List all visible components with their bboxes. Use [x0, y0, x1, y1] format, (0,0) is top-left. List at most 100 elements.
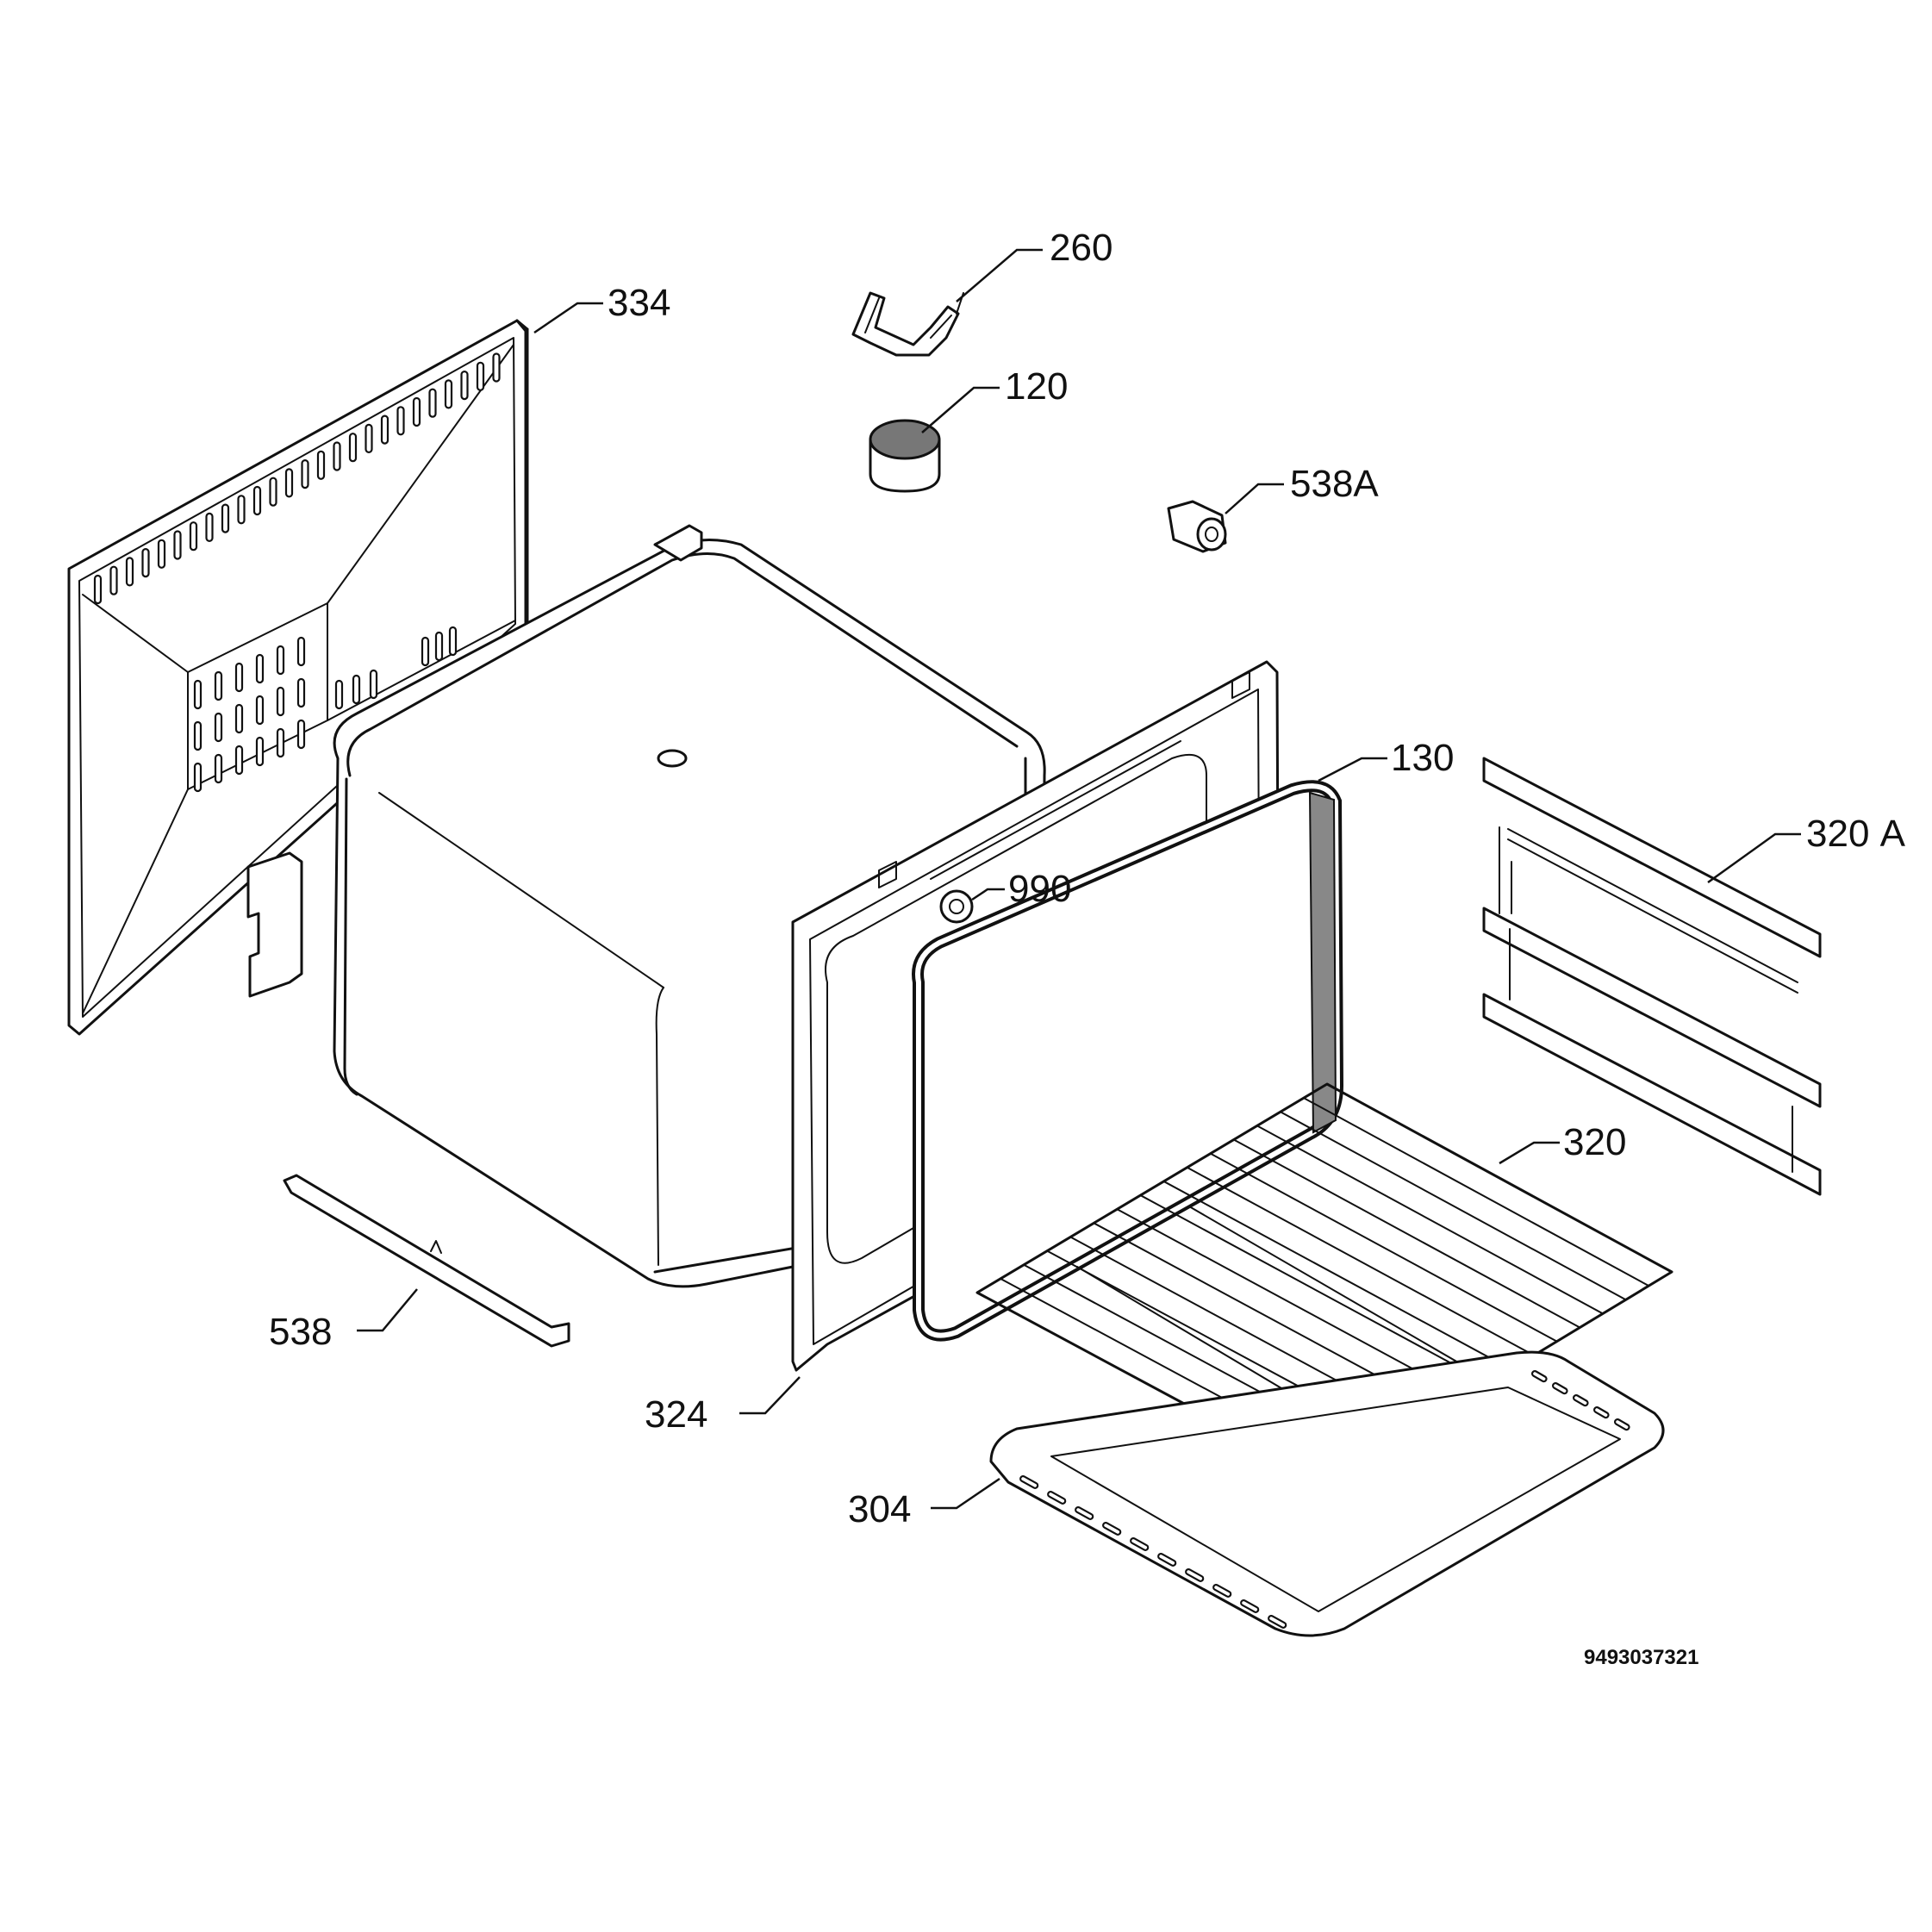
tray-304: [989, 1350, 1665, 1637]
vent-slot: [448, 626, 458, 657]
vent-slot: [255, 736, 265, 767]
vent-slot: [173, 530, 182, 560]
vent-slot: [157, 539, 166, 569]
vent-slot: [460, 371, 469, 401]
vent-slot: [492, 352, 501, 383]
door-gasket-130: [912, 780, 1344, 1342]
vent-slot: [221, 503, 230, 533]
side-rails-320a: [1482, 757, 1822, 1196]
vent-slot: [109, 565, 118, 595]
shelf-rod: [1209, 1152, 1558, 1343]
tray-slot: [1047, 1490, 1067, 1505]
vent-slot: [276, 686, 285, 717]
vent-slot: [214, 670, 223, 701]
vent-slot: [276, 645, 285, 676]
vent-slot: [269, 477, 277, 507]
vent-slot: [352, 674, 361, 705]
vent-slot: [252, 485, 262, 516]
vent-slot: [369, 669, 378, 700]
vent-slot: [255, 653, 265, 684]
vent-slot: [193, 679, 203, 710]
label-260: 260: [1050, 227, 1113, 269]
tray-slot: [1551, 1381, 1568, 1395]
vent-slot: [205, 512, 214, 543]
tray-slot: [1613, 1418, 1630, 1431]
vent-slot: [444, 379, 453, 409]
tray-slot: [1130, 1536, 1150, 1551]
vent-slot: [193, 720, 203, 751]
label-304: 304: [848, 1488, 912, 1530]
vent-slot: [234, 662, 244, 693]
vent-slot: [476, 361, 485, 391]
shelf-rod: [1139, 1194, 1489, 1385]
vent-slot: [284, 468, 294, 498]
vent-slot: [193, 762, 203, 793]
vent-slot: [301, 458, 309, 489]
vent-slot: [380, 414, 390, 445]
part-990: [939, 889, 974, 924]
shelf-rod: [1256, 1125, 1604, 1315]
vent-slot: [434, 631, 444, 662]
vent-slot: [276, 727, 285, 758]
vent-slot: [234, 703, 244, 734]
vent-slot: [214, 753, 223, 784]
vent-slot: [93, 574, 103, 605]
clip-260: [851, 291, 964, 357]
label-538: 538: [269, 1311, 333, 1353]
vent-slot: [334, 679, 344, 710]
vent-slot: [421, 636, 430, 667]
tray-slot: [1212, 1583, 1232, 1598]
vent-slot: [348, 433, 358, 463]
shelf-rod: [1279, 1111, 1627, 1301]
vent-slot: [234, 745, 244, 776]
label-990: 990: [1008, 868, 1072, 910]
tray-slot: [1530, 1369, 1548, 1383]
label-324: 324: [645, 1393, 708, 1436]
document-number: 9493037321: [1584, 1646, 1699, 1669]
vent-slot: [237, 495, 246, 525]
vent-slot: [296, 636, 306, 667]
tray-slot: [1240, 1599, 1260, 1613]
vent-slot: [189, 521, 198, 552]
vent-slot: [428, 388, 437, 418]
label-538a: 538A: [1290, 463, 1379, 505]
label-320a-number: 320: [1806, 813, 1870, 855]
shelf-rod: [1186, 1166, 1535, 1356]
vent-slot: [255, 695, 265, 726]
label-320a: 320 A: [1806, 815, 1905, 853]
tray-slot: [1185, 1567, 1205, 1582]
tray-slot: [1592, 1405, 1610, 1419]
label-120: 120: [1005, 365, 1069, 408]
shelf-rod: [1116, 1208, 1466, 1399]
rear-panel-vent-slots: [93, 352, 501, 793]
shelf-rod: [1232, 1138, 1581, 1329]
leader-lines: [357, 248, 1801, 1510]
vent-slot: [141, 547, 150, 578]
vent-slot: [214, 712, 223, 743]
shelf-rod: [1162, 1180, 1512, 1370]
rear-panel-334: [67, 319, 529, 1036]
vent-slot: [396, 406, 405, 436]
tray-slots: [1019, 1369, 1630, 1629]
vent-slot: [296, 719, 306, 750]
tray-slot: [1075, 1505, 1094, 1520]
vent-slot: [296, 677, 306, 708]
vent-slot: [125, 557, 134, 587]
knob-538a: [1167, 500, 1227, 553]
tray-slot: [1102, 1521, 1122, 1536]
label-320: 320: [1563, 1121, 1627, 1163]
strip-538: [283, 1174, 570, 1348]
cylinder-120: [869, 419, 941, 493]
label-334: 334: [608, 282, 671, 324]
tray-slot: [1572, 1393, 1589, 1407]
vent-slot: [412, 396, 421, 427]
vent-slot: [333, 441, 341, 471]
shelf-rod: [1302, 1097, 1650, 1287]
vent-slot: [316, 450, 326, 480]
tray-slot: [1268, 1614, 1287, 1629]
label-320a-suffix: A: [1879, 813, 1906, 855]
label-130: 130: [1391, 737, 1455, 779]
tray-slot: [1019, 1474, 1039, 1489]
vent-slot: [365, 423, 373, 453]
